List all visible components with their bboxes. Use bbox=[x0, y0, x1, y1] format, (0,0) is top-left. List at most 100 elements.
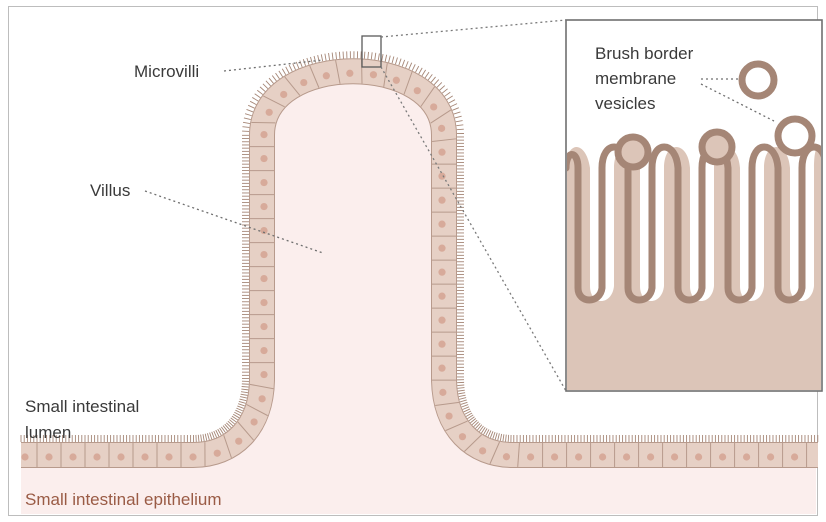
zoom-inset: Brush border membrane vesicles bbox=[566, 20, 826, 391]
microvillus bbox=[203, 434, 204, 441]
lumen-label-line1: Small intestinal bbox=[25, 397, 139, 416]
microvillus bbox=[235, 410, 241, 413]
microvillus bbox=[506, 435, 507, 442]
microvillus bbox=[210, 433, 212, 440]
microvillus bbox=[495, 433, 497, 440]
inset-label-line3: vesicles bbox=[595, 94, 655, 113]
cell-nucleus bbox=[45, 453, 52, 460]
microvillus bbox=[255, 94, 261, 98]
microvillus bbox=[336, 52, 337, 59]
cell-nucleus bbox=[438, 269, 445, 276]
cell-nucleus bbox=[165, 453, 172, 460]
cell-nucleus bbox=[346, 70, 353, 77]
microvillus bbox=[493, 432, 495, 439]
cell-nucleus bbox=[438, 245, 445, 252]
cell-nucleus bbox=[260, 155, 267, 162]
microvillus bbox=[237, 406, 244, 408]
microvillus bbox=[207, 433, 209, 440]
cell-nucleus bbox=[300, 79, 307, 86]
cell-nucleus bbox=[647, 453, 654, 460]
microvillus bbox=[442, 89, 447, 93]
cell-nucleus bbox=[623, 453, 630, 460]
cell-nucleus bbox=[719, 453, 726, 460]
microvillus bbox=[242, 127, 249, 128]
cell-nucleus bbox=[260, 371, 267, 378]
cell-nucleus bbox=[117, 453, 124, 460]
cell-nucleus bbox=[671, 453, 678, 460]
cell-nucleus bbox=[141, 453, 148, 460]
microvillus bbox=[457, 385, 464, 386]
cell-nucleus bbox=[503, 453, 510, 460]
microvillus bbox=[445, 92, 451, 96]
cell-nucleus bbox=[260, 179, 267, 186]
inset-label-line2: membrane bbox=[595, 69, 676, 88]
microvillus bbox=[425, 72, 429, 78]
microvillus bbox=[250, 101, 256, 104]
microvillus bbox=[266, 81, 271, 86]
free-vesicle-2 bbox=[778, 119, 812, 153]
cell-nucleus bbox=[414, 87, 421, 94]
cell-nucleus bbox=[323, 72, 330, 79]
cell-nucleus bbox=[393, 77, 400, 84]
cell-nucleus bbox=[266, 109, 273, 116]
microvillus bbox=[241, 392, 248, 393]
cell-nucleus bbox=[575, 453, 582, 460]
microvillus bbox=[236, 408, 242, 411]
cell-nucleus bbox=[743, 453, 750, 460]
cell-nucleus bbox=[445, 412, 452, 419]
microvillus bbox=[402, 60, 404, 67]
cell-nucleus bbox=[599, 453, 606, 460]
microvillus bbox=[214, 431, 217, 437]
cell-nucleus bbox=[430, 103, 437, 110]
cell-nucleus bbox=[479, 447, 486, 454]
cell-nucleus bbox=[767, 453, 774, 460]
microvillus bbox=[490, 431, 493, 438]
microvillus bbox=[458, 390, 465, 391]
cell-nucleus bbox=[438, 221, 445, 228]
cell-nucleus bbox=[250, 418, 257, 425]
microvillus bbox=[329, 53, 330, 60]
microvillus bbox=[339, 52, 340, 59]
microvillus bbox=[375, 53, 376, 60]
microvillus bbox=[314, 56, 316, 63]
microvillus bbox=[412, 64, 415, 70]
microvillus bbox=[389, 56, 391, 63]
cell-nucleus bbox=[459, 433, 466, 440]
microvillus bbox=[286, 67, 289, 73]
microvillus bbox=[240, 397, 247, 398]
microvilli-label: Microvilli bbox=[134, 62, 199, 81]
cell-nucleus bbox=[438, 365, 445, 372]
microvillus bbox=[201, 435, 202, 442]
microvillus bbox=[409, 63, 412, 69]
microvillus bbox=[459, 398, 466, 400]
microvillus bbox=[212, 432, 214, 439]
microvillus bbox=[422, 70, 426, 76]
microvillus bbox=[239, 401, 246, 403]
microvillus bbox=[437, 82, 442, 87]
microvillus bbox=[248, 105, 254, 108]
inset-label-line1: Brush border bbox=[595, 44, 694, 63]
microvillus bbox=[392, 57, 394, 64]
microvillus bbox=[332, 53, 333, 60]
microvillus bbox=[416, 66, 419, 72]
microvillus bbox=[279, 71, 283, 77]
cell-nucleus bbox=[69, 453, 76, 460]
microvillus bbox=[289, 65, 292, 71]
cell-nucleus bbox=[189, 453, 196, 460]
microvillus bbox=[240, 399, 247, 401]
cell-nucleus bbox=[260, 347, 267, 354]
cell-nucleus bbox=[21, 453, 28, 460]
microvillus bbox=[419, 68, 422, 74]
free-vesicle-1 bbox=[742, 64, 774, 96]
microvillus bbox=[252, 97, 258, 101]
cell-nucleus bbox=[791, 453, 798, 460]
cell-nucleus bbox=[438, 293, 445, 300]
microvillus bbox=[238, 404, 245, 406]
microvillus bbox=[257, 90, 262, 94]
cell-nucleus bbox=[438, 341, 445, 348]
microvillus bbox=[460, 400, 467, 402]
microvillus bbox=[300, 60, 302, 67]
cell-nucleus bbox=[260, 275, 267, 282]
microvillus bbox=[399, 59, 401, 66]
microvillus bbox=[440, 86, 445, 91]
